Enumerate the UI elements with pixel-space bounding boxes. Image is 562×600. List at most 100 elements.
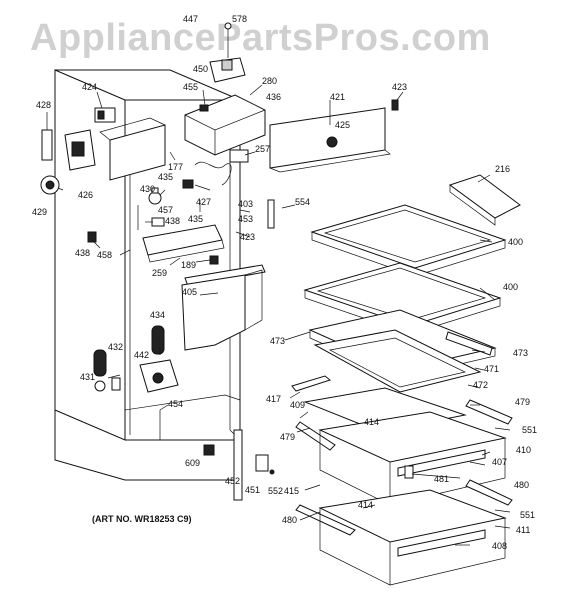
rail-452 <box>233 429 243 501</box>
callout-479b: 479 <box>280 432 295 442</box>
callout-labels: 447 578 450 455 280 436 421 423 425 428 … <box>32 14 537 551</box>
callout-424: 424 <box>82 82 97 92</box>
callout-435b: 435 <box>188 214 203 224</box>
callout-457: 457 <box>158 205 173 215</box>
callout-216: 216 <box>495 164 510 174</box>
callout-405: 405 <box>182 287 197 297</box>
callout-609: 609 <box>185 458 200 468</box>
callout-409: 409 <box>290 400 305 410</box>
screw-552 <box>269 469 275 475</box>
rail-strip <box>184 264 266 287</box>
callout-472: 472 <box>473 380 488 390</box>
thermostat-bracket <box>209 22 246 83</box>
callout-415: 415 <box>284 486 299 496</box>
air-duct <box>181 269 263 351</box>
cold-control-panel <box>269 99 399 173</box>
callout-480b: 480 <box>282 515 297 525</box>
wiring-harness <box>182 149 249 189</box>
callout-403: 403 <box>238 199 253 209</box>
callout-429: 429 <box>32 207 47 217</box>
watermark: AppliancePartsPros.com <box>30 17 491 59</box>
art-number: (ART NO. WR18253 C9) <box>92 514 192 524</box>
callout-427: 427 <box>196 197 211 207</box>
callout-481: 481 <box>434 474 449 484</box>
shelf-2 <box>303 262 502 335</box>
callout-552: 552 <box>268 486 283 496</box>
callout-471: 471 <box>484 364 499 374</box>
callout-450: 450 <box>193 64 208 74</box>
crisper-frame <box>313 329 482 393</box>
callout-410: 410 <box>516 445 531 455</box>
air-damper <box>64 129 96 171</box>
damper-442 <box>139 359 179 393</box>
callout-189: 189 <box>181 260 196 270</box>
callout-473b: 473 <box>513 348 528 358</box>
callout-442: 442 <box>134 350 149 360</box>
bracket-403 <box>267 199 296 229</box>
callout-435: 435 <box>158 172 173 182</box>
callout-431: 431 <box>80 372 95 382</box>
light-switch <box>94 107 116 123</box>
gasket-432 <box>93 349 107 377</box>
callout-551: 551 <box>522 425 537 435</box>
callout-177: 177 <box>168 162 183 172</box>
callout-455: 455 <box>183 82 198 92</box>
callout-554: 554 <box>295 197 310 207</box>
shelf-1 <box>310 204 507 277</box>
callout-458: 458 <box>97 250 112 260</box>
drawer-rail-480 <box>295 479 513 536</box>
gasket-434 <box>151 325 165 355</box>
callout-578: 578 <box>232 14 247 24</box>
callout-423: 423 <box>392 82 407 92</box>
callout-408: 408 <box>492 541 507 551</box>
callout-438: 438 <box>165 216 180 226</box>
side-connector <box>41 129 53 161</box>
callout-479: 479 <box>515 397 530 407</box>
callout-430: 430 <box>140 184 155 194</box>
callout-551b: 551 <box>520 510 535 520</box>
control-housing <box>184 94 266 156</box>
drawer-408 <box>318 489 507 586</box>
callout-414: 414 <box>364 417 379 427</box>
callout-257: 257 <box>255 144 270 154</box>
callout-400: 400 <box>508 237 523 247</box>
callout-447: 447 <box>183 14 198 24</box>
handle-481 <box>404 465 414 479</box>
knob-189 <box>209 255 219 265</box>
bulb <box>148 187 162 205</box>
callout-428: 428 <box>36 100 51 110</box>
callout-426: 426 <box>78 190 93 200</box>
callout-452: 452 <box>225 476 240 486</box>
callout-280: 280 <box>262 76 277 86</box>
callout-480: 480 <box>514 480 529 490</box>
bracket-609 <box>203 444 215 456</box>
shelf-216 <box>448 174 521 226</box>
callout-453: 453 <box>238 214 253 224</box>
callout-451: 451 <box>245 485 260 495</box>
callout-421: 421 <box>330 92 345 102</box>
callout-414b: 414 <box>358 500 373 510</box>
callout-432: 432 <box>108 342 123 352</box>
callout-454: 454 <box>168 399 183 409</box>
callout-434: 434 <box>150 310 165 320</box>
callout-411: 411 <box>516 525 530 535</box>
callout-259: 259 <box>152 268 167 278</box>
callout-425: 425 <box>335 120 350 130</box>
callout-407: 407 <box>492 457 507 467</box>
light-housing <box>99 117 166 181</box>
fan-motor <box>40 175 60 195</box>
callout-423b: 423 <box>240 232 255 242</box>
callout-400b: 400 <box>503 282 518 292</box>
deflector-cover <box>142 224 225 263</box>
callout-436: 436 <box>266 92 281 102</box>
callout-473: 473 <box>270 336 285 346</box>
clip-451 <box>255 454 269 472</box>
leader-lines <box>46 84 511 546</box>
rail-417 <box>291 375 332 392</box>
rail-473 <box>445 331 493 356</box>
callout-417: 417 <box>266 394 281 404</box>
drawer-407 <box>318 411 507 506</box>
callout-438b: 438 <box>75 248 90 258</box>
